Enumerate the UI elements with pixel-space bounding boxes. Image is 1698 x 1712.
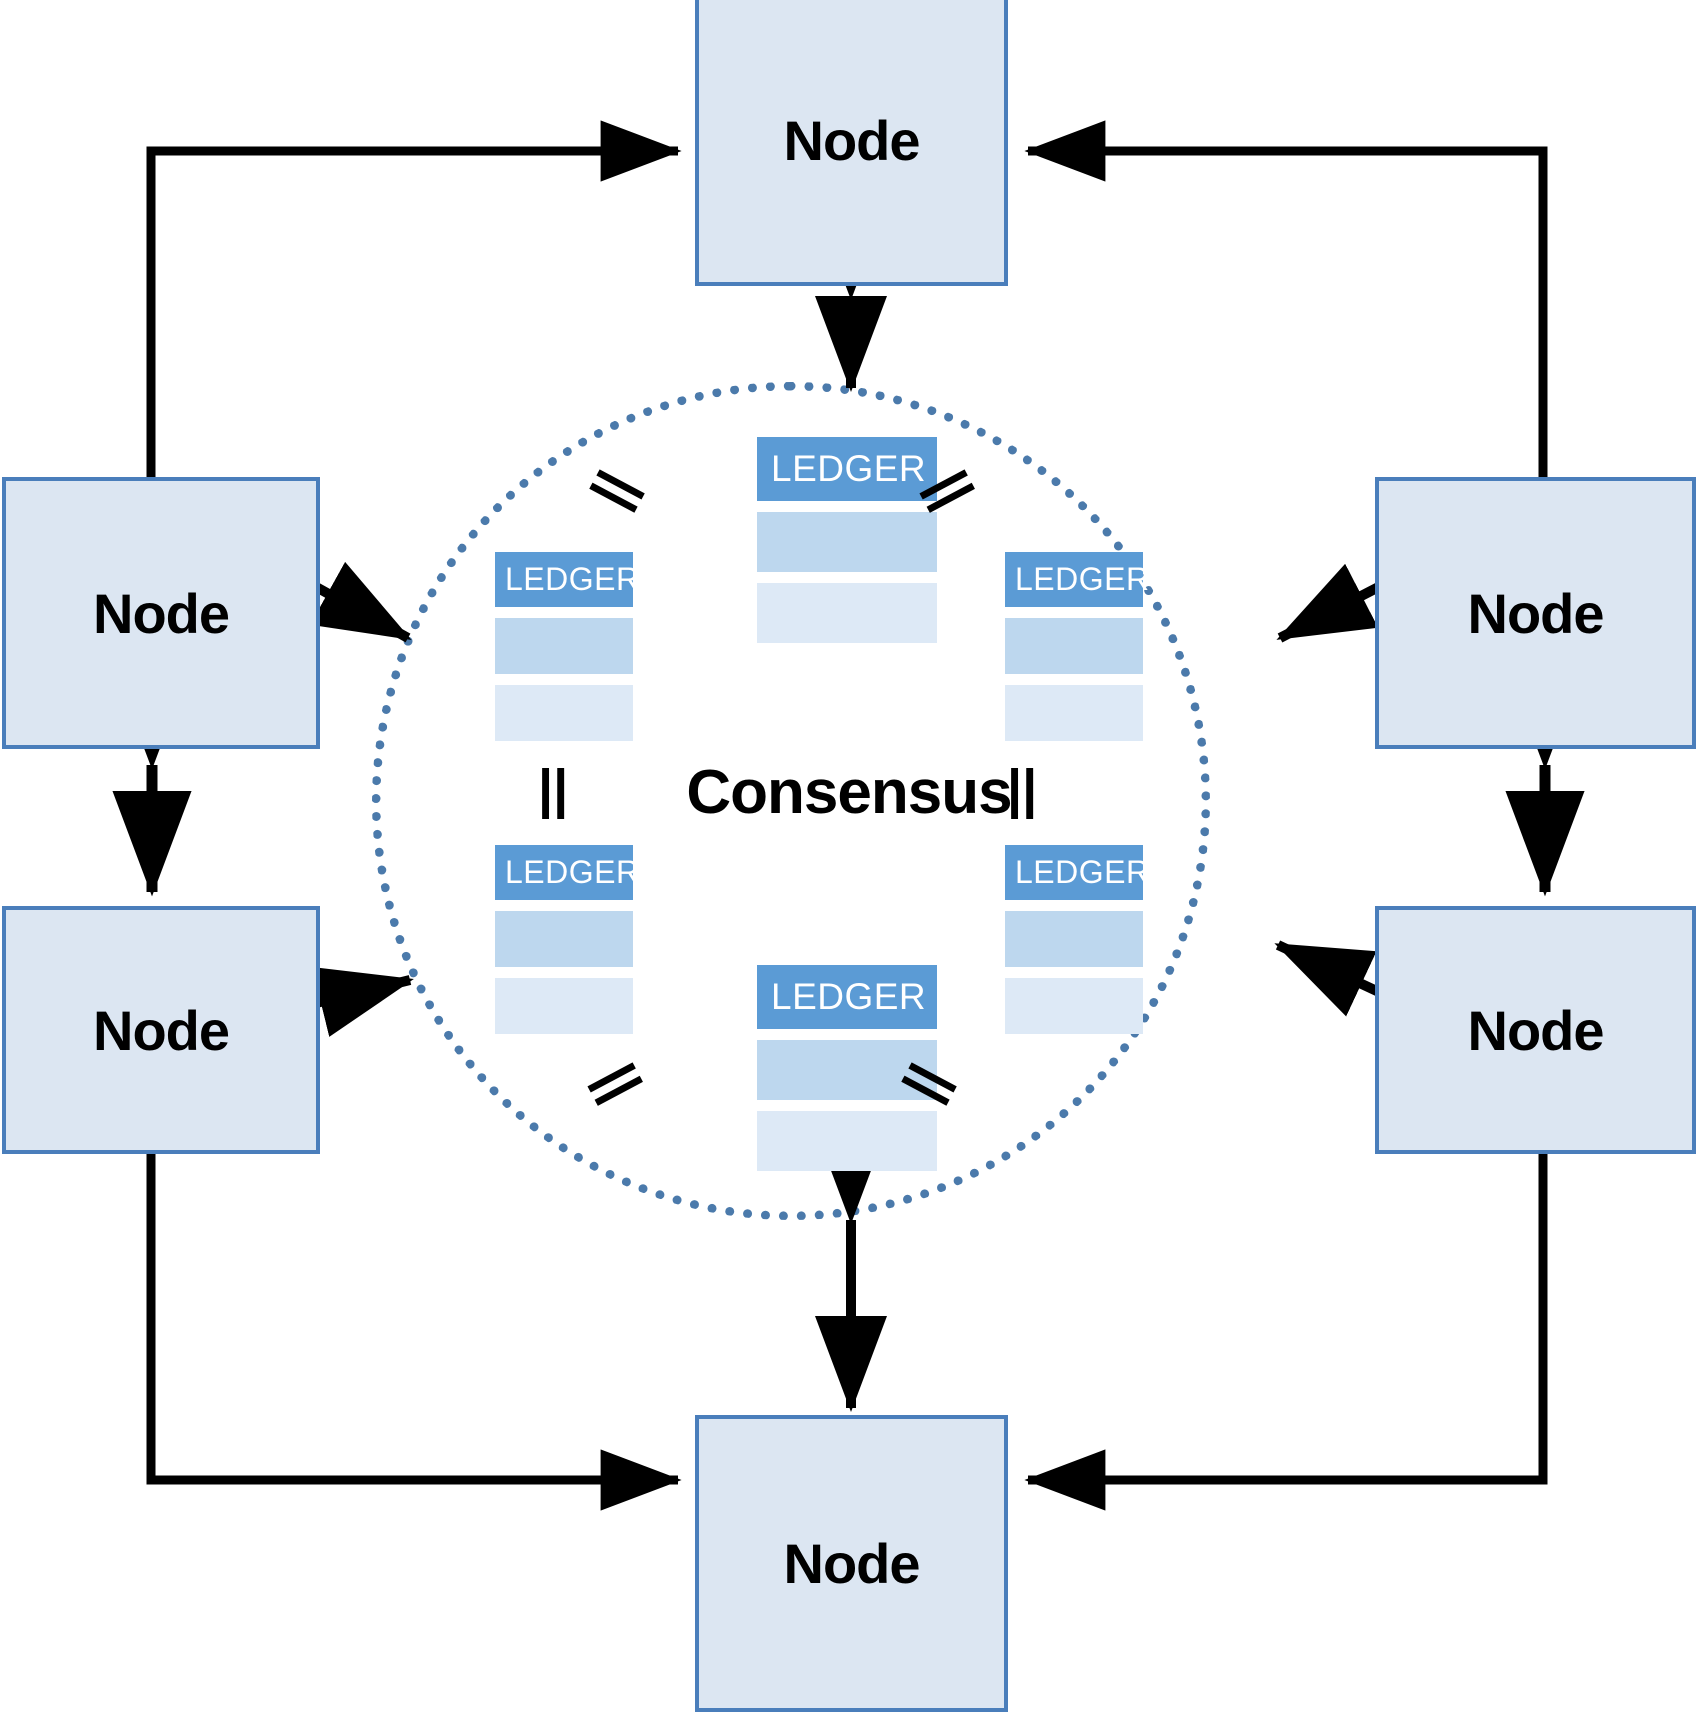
arrow-outer-right-to-top xyxy=(1024,120,1548,490)
consensus-label: Consensus xyxy=(686,758,1012,827)
ledger-card-bottom[interactable]: LEDGER xyxy=(757,965,937,1171)
node-box-upper-right[interactable]: Node xyxy=(1375,477,1696,749)
ledger-card-lower-left[interactable]: LEDGER xyxy=(495,845,639,1034)
equals-icon-mid-right: || xyxy=(1007,759,1038,819)
ledger-header: LEDGER xyxy=(757,437,937,501)
node-label: Node xyxy=(783,1532,921,1595)
ledger-row-2 xyxy=(757,1111,937,1171)
arrow-outer-right-to-bottom xyxy=(1024,1140,1548,1511)
ledger-row-2 xyxy=(495,685,633,741)
ledger-row-2 xyxy=(495,978,633,1034)
ledger-row-2 xyxy=(1005,685,1143,741)
node-box-bottom[interactable]: Node xyxy=(695,1415,1008,1712)
ledger-card-top[interactable]: LEDGER xyxy=(757,437,937,643)
ledger-row-1 xyxy=(495,618,633,674)
node-box-lower-left[interactable]: Node xyxy=(2,906,320,1154)
ledger-card-lower-right[interactable]: LEDGER xyxy=(1005,845,1149,1034)
node-label: Node xyxy=(1467,581,1605,645)
arrow-outer-left-to-bottom xyxy=(146,1140,682,1511)
node-box-upper-left[interactable]: Node xyxy=(2,477,320,749)
ledger-row-1 xyxy=(757,512,937,572)
node-box-lower-right[interactable]: Node xyxy=(1375,906,1696,1154)
ledger-row-1 xyxy=(495,911,633,967)
ledger-row-2 xyxy=(757,583,937,643)
ledger-row-1 xyxy=(1005,911,1143,967)
node-label: Node xyxy=(783,108,921,172)
node-label: Node xyxy=(93,581,230,645)
node-label: Node xyxy=(1467,998,1605,1062)
node-box-top[interactable]: Node xyxy=(695,0,1008,286)
consensus-circle xyxy=(372,382,1210,1220)
ledger-header: LEDGER xyxy=(1005,845,1149,900)
ledger-row-2 xyxy=(1005,978,1143,1034)
ledger-header: LEDGER xyxy=(495,845,639,900)
ledger-header: LEDGER xyxy=(495,552,639,607)
ledger-card-upper-left[interactable]: LEDGER xyxy=(495,552,639,741)
node-label: Node xyxy=(93,998,230,1062)
ledger-row-1 xyxy=(757,1040,937,1100)
equals-icon-mid-left: || xyxy=(538,759,569,819)
ledger-header: LEDGER xyxy=(757,965,937,1029)
ledger-header: LEDGER xyxy=(1005,552,1149,607)
ledger-card-upper-right[interactable]: LEDGER xyxy=(1005,552,1149,741)
ledger-row-1 xyxy=(1005,618,1143,674)
